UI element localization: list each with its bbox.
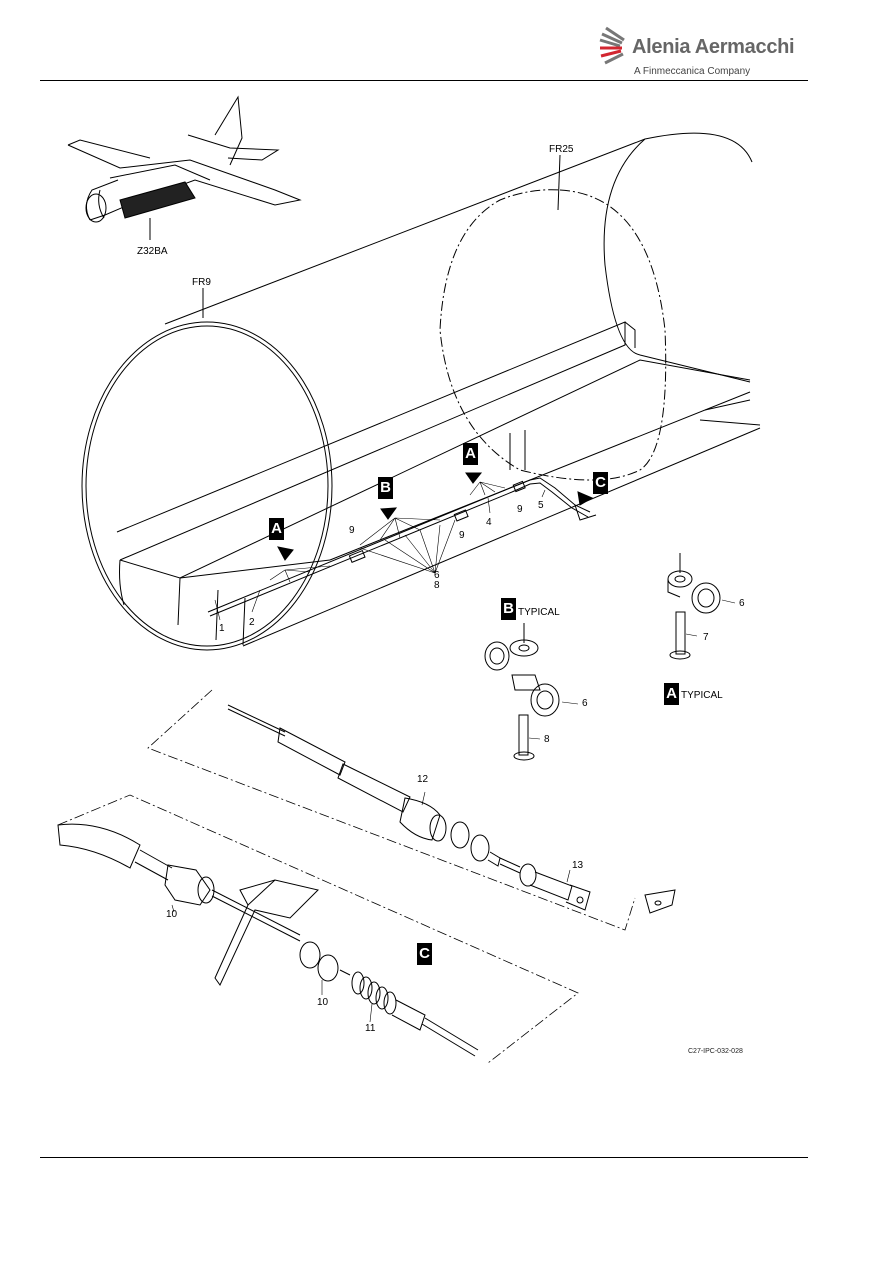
callout-12: 12 — [417, 774, 429, 785]
callout-11: 11 — [365, 1023, 376, 1034]
callout-6-c: 6 — [582, 698, 588, 709]
callout-13: 13 — [572, 860, 584, 871]
detail-c-assembly — [57, 823, 479, 1057]
callout-8-a: 8 — [434, 580, 440, 591]
view-c-arrow-icon — [577, 491, 594, 506]
view-a2-arrow-icon — [465, 472, 483, 484]
company-subtitle: A Finmeccanica Company — [634, 66, 751, 77]
callout-2: 2 — [249, 617, 255, 628]
callout-8-b: 8 — [544, 734, 550, 745]
aircraft-locator-icon — [67, 95, 302, 240]
frame-fr25-label: FR25 — [549, 144, 574, 155]
header-rule — [40, 80, 808, 81]
zone-label: Z32BA — [137, 246, 168, 257]
detail-b-flag: B — [501, 598, 516, 620]
detail-b-typical: TYPICAL — [518, 607, 560, 618]
view-b-flag: B — [378, 477, 393, 499]
detail-link-upper — [147, 689, 636, 931]
view-b-arrow-icon — [380, 507, 398, 520]
callout-7: 7 — [703, 632, 709, 643]
cable-assembly-12 — [227, 704, 676, 914]
callout-9-b: 9 — [459, 530, 465, 541]
detail-link-lower — [57, 794, 579, 1064]
fuselage-section — [81, 132, 761, 651]
detail-c-flag: C — [417, 943, 432, 965]
logo-mark-icon — [599, 26, 625, 65]
footer-rule — [40, 1157, 808, 1158]
detail-b-clamp — [484, 623, 579, 761]
callout-6-b: 6 — [739, 598, 745, 609]
detail-a-clamp — [667, 553, 736, 660]
figure-reference: C27-IPC-032-028 — [688, 1048, 743, 1055]
leader-fr25 — [557, 154, 561, 211]
company-logo: Alenia Aermacchi A Finmeccanica Company — [596, 22, 796, 82]
callout-6-a: 6 — [434, 570, 440, 581]
callout-4: 4 — [486, 517, 492, 528]
callout-9-a: 9 — [349, 525, 355, 536]
callout-leaders — [214, 481, 546, 621]
view-a-arrow-icon — [277, 546, 294, 561]
callout-5: 5 — [538, 500, 544, 511]
callout-10-a: 10 — [166, 909, 178, 920]
view-a2-flag: A — [463, 443, 478, 465]
frame-fr9-label: FR9 — [192, 277, 211, 288]
detail-a-flag: A — [664, 683, 679, 705]
company-name: Alenia Aermacchi — [632, 36, 795, 58]
view-a-flag: A — [269, 518, 284, 540]
detail-a-typical: TYPICAL — [681, 690, 723, 701]
callout-9-c: 9 — [517, 504, 523, 515]
callout-1: 1 — [219, 623, 225, 634]
callout-10-b: 10 — [317, 997, 329, 1008]
view-c-flag: C — [593, 472, 608, 494]
installed-cable — [207, 477, 597, 617]
